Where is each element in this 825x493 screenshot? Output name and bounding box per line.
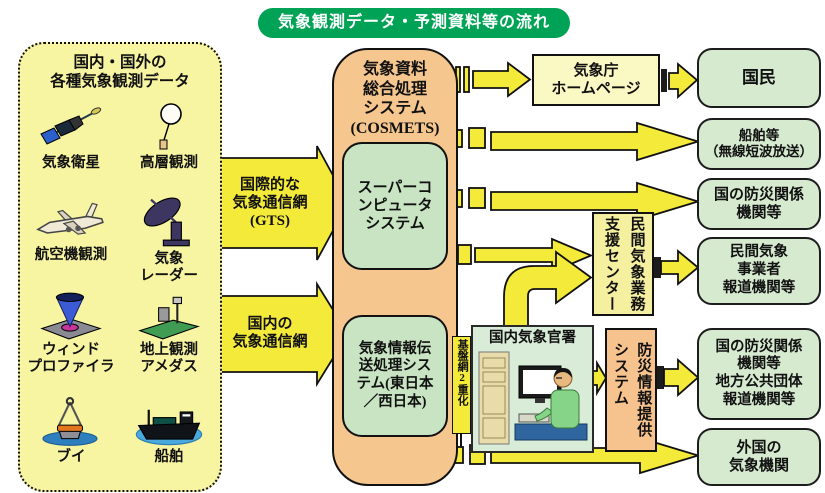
obs-item-amedas: 地上観測 アメダス <box>122 289 216 377</box>
obs-item-upper-air: 高層観測 <box>122 102 216 172</box>
ship-icon <box>135 409 203 446</box>
domestic-arrow-label: 国内の 気象通信網 <box>232 315 308 350</box>
obs-label: ウィンド プロファイラ <box>27 342 115 376</box>
recipient-foreign-met-orgs: 外国の 気象機関 <box>697 428 821 486</box>
recipient-agencies-municipalities-media: 国の防災関係 機関等 地方公共団体 報道機関等 <box>697 328 821 420</box>
obs-label: 船舶 <box>154 449 184 465</box>
obs-label: 気象衛星 <box>42 155 100 171</box>
recipient-ships: 船舶等 （無線短波放送） <box>697 118 821 170</box>
obs-item-aircraft: 航空機観測 <box>24 194 118 264</box>
obs-label: 高層観測 <box>140 155 198 171</box>
observation-data-panel: 国内・国外の 各種気象観測データ 気象衛星 高層観測 <box>18 42 222 492</box>
backbone-network-label: 基盤網2重化 <box>456 339 469 406</box>
satellite-icon <box>40 107 102 145</box>
recipient-citizens: 国民 <box>697 48 821 108</box>
transmission-system-box: 気象情報伝 送処理シス テム(東日本 ／西日本) <box>342 315 448 437</box>
radar-icon <box>143 197 190 247</box>
arrow-support-center-out <box>654 249 700 286</box>
page-title: 気象観測データ・予測資料等の流れ <box>258 8 570 38</box>
cosmets-title: 気象資料 総合処理 システム (COSMETS) <box>350 61 440 137</box>
arrow-to-ships <box>454 121 702 162</box>
arrow-homepage-to-citizens <box>661 62 699 100</box>
arrow-to-homepage <box>455 61 532 98</box>
disaster-system-label: 防災情報提供システム <box>612 342 652 438</box>
obs-item-radar: 気象 レーダー <box>122 192 216 286</box>
jma-homepage-box: 気象庁 ホームページ <box>532 54 660 106</box>
obs-label: 地上観測 アメダス <box>140 342 198 376</box>
cosmets-panel: 気象資料 総合処理 システム (COSMETS) スーパーコ ンピュータ システ… <box>332 48 458 486</box>
arrow-office-to-support-center <box>503 250 593 328</box>
gts-arrow-label: 国際的な 気象通信網 (GTS) <box>232 176 308 230</box>
supercomputer-box: スーパーコ ンピュータ システム <box>342 142 448 270</box>
obs-label: 航空機観測 <box>34 247 108 263</box>
obs-label: ブイ <box>56 449 86 465</box>
obs-item-ship: 船舶 <box>122 394 216 466</box>
observation-panel-title: 国内・国外の 各種気象観測データ <box>50 54 190 90</box>
obs-item-satellite: 気象衛星 <box>24 102 118 172</box>
obs-item-buoy: ブイ <box>24 396 118 466</box>
balloon-icon <box>159 103 182 150</box>
domestic-office-title: 国内気象官署 <box>489 330 576 346</box>
arrow-to-national-agencies <box>454 181 702 222</box>
obs-item-wind-profiler: ウィンド プロファイラ <box>24 289 118 377</box>
wind-profiler-icon <box>40 292 102 340</box>
support-center-box: 民間気象業務支援センター <box>592 212 654 316</box>
operator-illustration <box>478 351 588 445</box>
support-center-label: 民間気象業務支援センター <box>603 216 645 312</box>
disaster-system-box: 防災情報提供システム <box>605 328 657 452</box>
recipient-private-weather-media: 民間気象 事業者 報道機関等 <box>697 237 821 305</box>
ground-observation-icon <box>138 296 200 340</box>
recipient-national-agencies: 国の防災関係 機関等 <box>697 178 821 230</box>
obs-label: 気象 レーダー <box>140 251 198 285</box>
arrow-disaster-system-out <box>657 358 700 397</box>
domestic-office-box: 国内気象官署 <box>471 325 594 453</box>
backbone-network-strip: 基盤網2重化 <box>452 336 471 434</box>
airplane-icon <box>36 202 104 235</box>
buoy-icon <box>42 397 98 446</box>
